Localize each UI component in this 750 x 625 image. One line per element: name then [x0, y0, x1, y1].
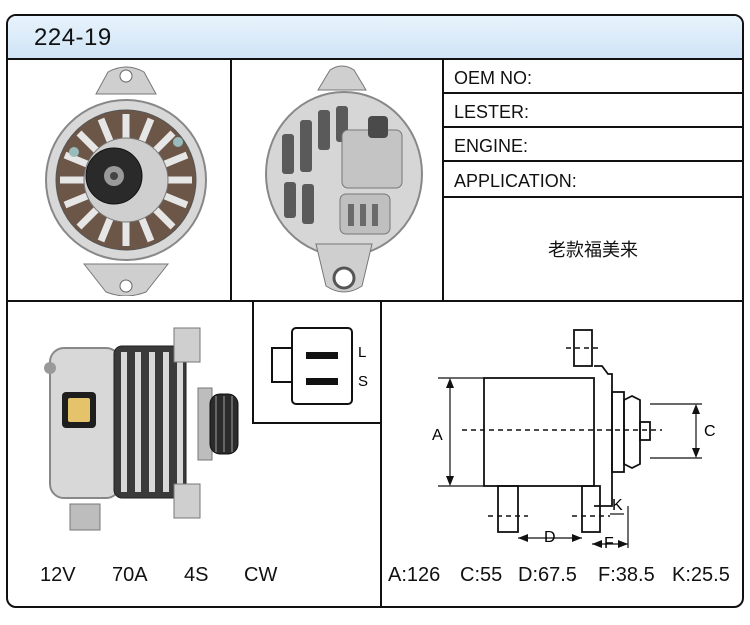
divider [252, 422, 382, 424]
spec-current: 70A [112, 564, 148, 586]
divider [442, 126, 742, 128]
dim-label-c: C [704, 423, 716, 440]
divider [442, 196, 742, 198]
model-number: 224-19 [34, 24, 112, 51]
lester-label: LESTER: [454, 102, 530, 122]
spec-voltage: 12V [40, 564, 76, 586]
divider [8, 300, 742, 302]
terminal-l-label: L [358, 344, 366, 361]
alternator-rear-photo [265, 65, 423, 293]
alternator-side-photo [44, 327, 239, 531]
divider [252, 300, 254, 424]
spec-grooves: 4S [184, 564, 209, 586]
terminal-s-label: S [358, 373, 368, 390]
dimension-drawing: A C D F K [432, 329, 716, 552]
divider [442, 92, 742, 94]
dimension-a: A:126 [388, 564, 441, 586]
connector-diagram: L S [271, 327, 368, 405]
dimension-f: F:38.5 [598, 564, 655, 586]
header-bar: 224-19 [8, 16, 742, 60]
application-label: APPLICATION: [454, 171, 577, 191]
spec-rotation: CW [244, 564, 278, 586]
divider [442, 58, 444, 300]
alternator-front-photo [45, 66, 207, 296]
engine-label: ENGINE: [454, 136, 529, 156]
divider [442, 160, 742, 162]
dim-label-a: A [432, 427, 443, 444]
dimension-k: K:25.5 [672, 564, 730, 586]
oem-no-label: OEM NO: [454, 68, 533, 88]
dimension-c: C:55 [460, 564, 503, 586]
dim-label-k: K [612, 497, 623, 514]
dim-label-d: D [544, 529, 556, 546]
divider [230, 58, 232, 300]
spec-sheet: 224-19 OEM NO: LESTER: ENGINE: APPLICATI… [6, 14, 744, 608]
application-note: 老款福美来 [548, 240, 638, 260]
dim-label-f: F [604, 535, 614, 552]
divider [380, 300, 382, 606]
dimension-d: D:67.5 [518, 564, 577, 586]
